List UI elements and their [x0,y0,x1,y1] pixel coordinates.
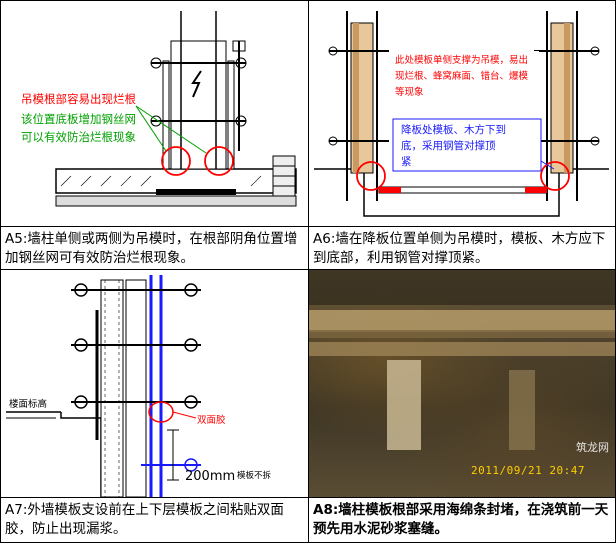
panel-a6-drawing: 此处模板单侧支撑为吊模，易出 现烂根、蜂窝麻面、错台、爆模 等现象 降板处模板、… [309,1,615,227]
a6-diagram: 此处模板单侧支撑为吊模，易出 现烂根、蜂窝麻面、错台、爆模 等现象 降板处模板、… [314,11,609,217]
photo-timestamp: 2011/09/21 20:47 [471,464,585,477]
a7-tape-label: 双面胶 [197,414,226,426]
panel-a5-caption: A5:墙柱单侧或两侧为吊模时，在根部阴角位置增加钢丝网可有效防治烂根现象。 [1,227,309,270]
a7-caption-text: A7:外墙模板支设前在上下层模板之间粘贴双面胶，防止出现漏浆。 [5,502,284,537]
a7-dimension-label: 200mm [185,469,235,484]
a6-caption-text: A6:墙在降板位置单侧为吊模时，模板、木方应下到底部，利用钢管对撑顶紧。 [313,231,606,266]
a7-dimension-note: 模板不拆 [237,470,272,481]
a6-blue-note-3: 紧 [401,156,412,168]
a7-diagram: 楼面标高 双面胶 200mm 模板不拆 [6,275,272,497]
a6-blue-note-1: 降板处模板、木方下到 [401,123,506,136]
a5-green-note-2: 可以有效防治烂根现象 [21,130,136,144]
panel-a8-caption: A8:墙柱模板根部采用海绵条封堵，在浇筑前一天预先用水泥砂浆塞缝。 [309,498,615,542]
a5-green-note-1: 该位置底板增加钢丝网 [21,112,136,126]
panel-a7-caption: A7:外墙模板支设前在上下层模板之间粘贴双面胶，防止出现漏浆。 [1,498,309,542]
panel-a6-caption: A6:墙在降板位置单侧为吊模时，模板、木方应下到底部，利用钢管对撑顶紧。 [309,227,615,270]
a8-caption-text: A8:墙柱模板根部采用海绵条封堵，在浇筑前一天预先用水泥砂浆塞缝。 [313,502,609,537]
watermark: 筑龙网 [576,441,609,454]
panel-a5-drawing: 吊模根部容易出现烂根 该位置底板增加钢丝网 可以有效防治烂根现象 [1,1,309,227]
a5-red-note: 吊模根部容易出现烂根 [21,92,136,106]
a5-caption-text: A5:墙柱单侧或两侧为吊模时，在根部阴角位置增加钢丝网可有效防治烂根现象。 [5,231,298,266]
a6-blue-note-2: 底，采用钢管对撑顶 [401,139,496,152]
a6-red-note-2: 现烂根、蜂窝麻面、错台、爆模 [395,70,529,82]
a5-diagram: 吊模根部容易出现烂根 该位置底板增加钢丝网 可以有效防治烂根现象 [21,11,297,207]
a6-red-note-1: 此处模板单侧支撑为吊模，易出 [395,54,528,66]
a7-floor-label: 楼面标高 [9,398,47,410]
site-photo: 筑龙网 2011/09/21 20:47 [309,270,615,497]
panel-a7-drawing: 楼面标高 双面胶 200mm 模板不拆 [1,270,309,498]
panel-a8-photo: 筑龙网 2011/09/21 20:47 [309,270,615,498]
a6-red-note-3: 等现象 [395,86,424,98]
